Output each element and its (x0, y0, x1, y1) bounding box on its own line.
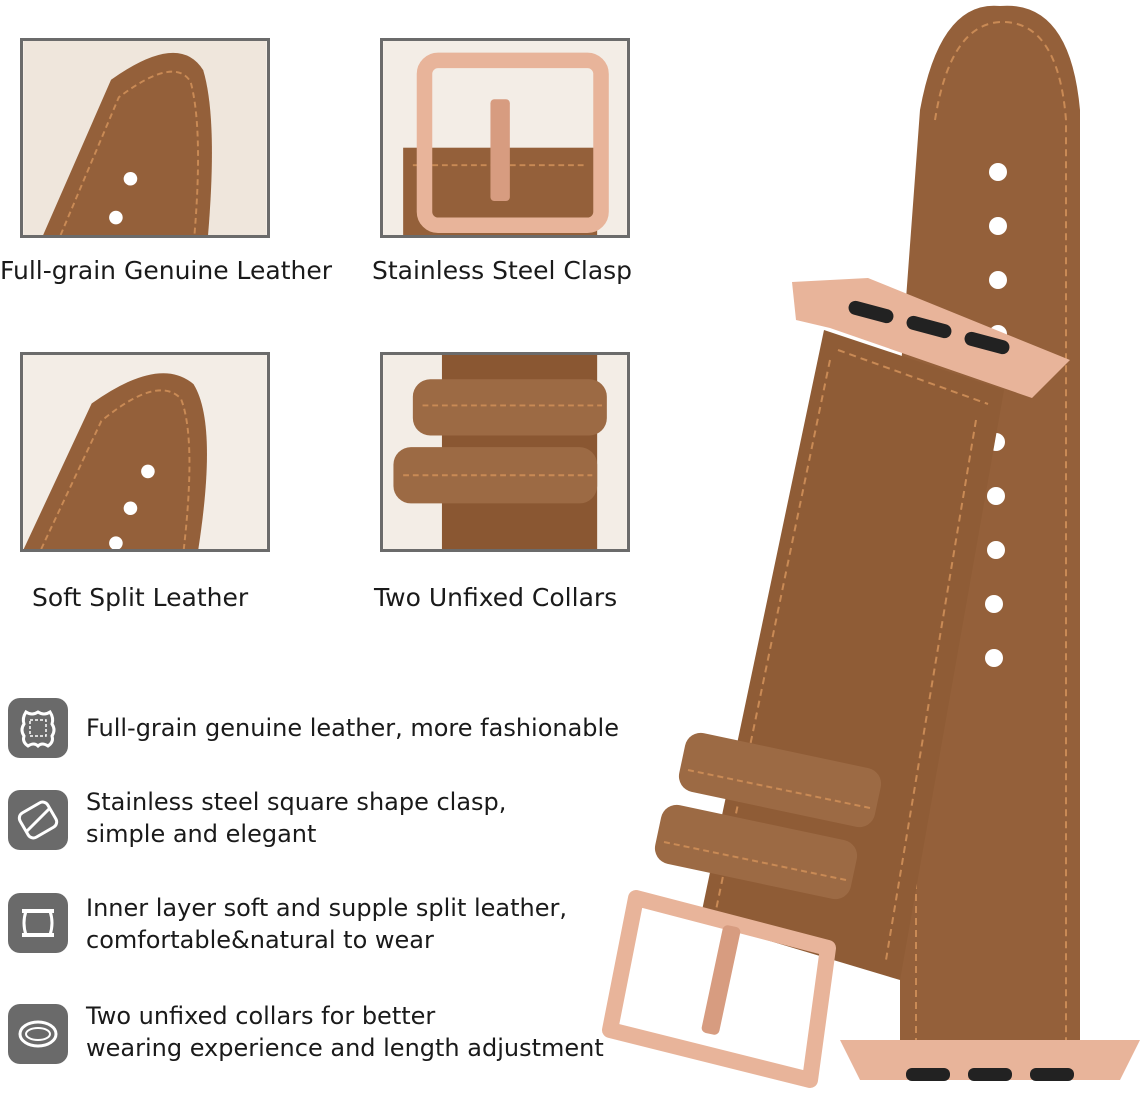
collar-ring-icon (8, 1004, 68, 1064)
tile-caption-collars: Two Unfixed Collars (374, 583, 618, 612)
feature-line: simple and elegant (86, 820, 317, 848)
feature-text-collars: Two unfixed collars for better wearing e… (86, 1000, 604, 1064)
feature-line: Full-grain genuine leather, more fashion… (86, 714, 619, 742)
tile-caption-split-leather: Soft Split Leather (32, 583, 249, 612)
tile-full-grain-leather (20, 38, 270, 238)
feature-line: Stainless steel square shape clasp, (86, 788, 507, 816)
feature-line: comfortable&natural to wear (86, 926, 434, 954)
clasp-image (383, 41, 627, 235)
feature-text-split-leather: Inner layer soft and supple split leathe… (86, 892, 567, 956)
leather-hide-icon (8, 698, 68, 758)
tile-unfixed-collars (380, 352, 630, 552)
split-leather-image (23, 355, 267, 549)
feature-line: wearing experience and length adjustment (86, 1034, 604, 1062)
feature-text-leather: Full-grain genuine leather, more fashion… (86, 712, 619, 744)
watch-strap-image (602, 5, 1140, 1088)
tile-stainless-clasp (380, 38, 630, 238)
tile-caption-full-grain: Full-grain Genuine Leather (0, 256, 333, 285)
feature-text-clasp: Stainless steel square shape clasp, simp… (86, 786, 506, 850)
tile-soft-split-leather (20, 352, 270, 552)
feature-line: Inner layer soft and supple split leathe… (86, 894, 568, 922)
tile-caption-clasp: Stainless Steel Clasp (372, 256, 633, 285)
split-layer-icon (8, 893, 68, 953)
feature-line: Two unfixed collars for better (86, 1002, 436, 1030)
leather-tip-image (23, 41, 267, 235)
collars-image (383, 355, 627, 549)
clasp-icon (8, 790, 68, 850)
